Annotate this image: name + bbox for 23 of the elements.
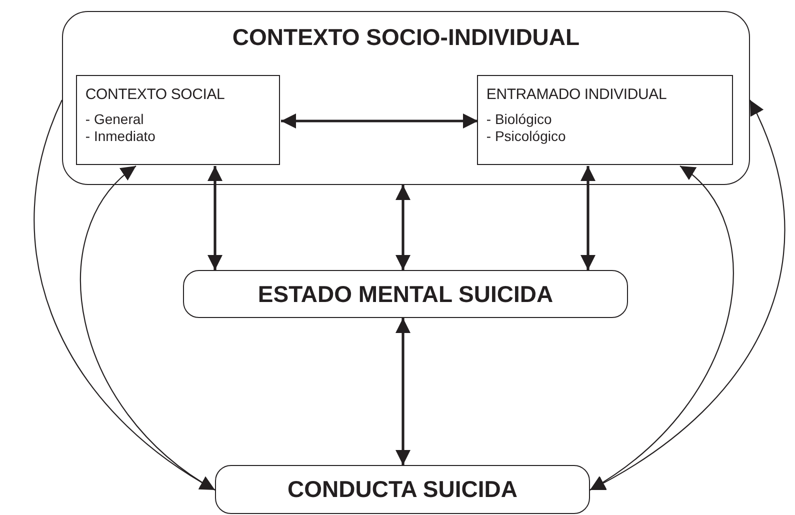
arrow — [396, 318, 410, 465]
arrow — [208, 166, 222, 270]
box-label: ESTADO MENTAL SUICIDA — [258, 280, 554, 308]
arrow — [590, 100, 785, 490]
arrow — [590, 166, 734, 490]
rounded-container-box — [62, 11, 750, 185]
box-label: CONDUCTA SUICIDA — [288, 476, 518, 503]
arrow — [580, 166, 596, 270]
box-heading: CONTEXTO SOCIAL — [85, 86, 225, 104]
arrow — [281, 114, 478, 128]
rounded-process-box — [215, 465, 590, 514]
arrow — [80, 166, 216, 490]
list-item: - Biológico — [486, 111, 552, 128]
arrow — [34, 100, 216, 490]
list-item: - General — [85, 111, 144, 128]
rounded-process-box — [183, 270, 628, 318]
process-box — [76, 75, 280, 166]
box-heading: ENTRAMADO INDIVIDUAL — [486, 86, 667, 104]
list-item: - Psicológico — [486, 128, 566, 146]
process-box — [477, 75, 734, 166]
container-title: CONTEXTO SOCIO-INDIVIDUAL — [232, 24, 580, 51]
list-item: - Inmediato — [85, 128, 156, 146]
arrow — [396, 185, 410, 270]
